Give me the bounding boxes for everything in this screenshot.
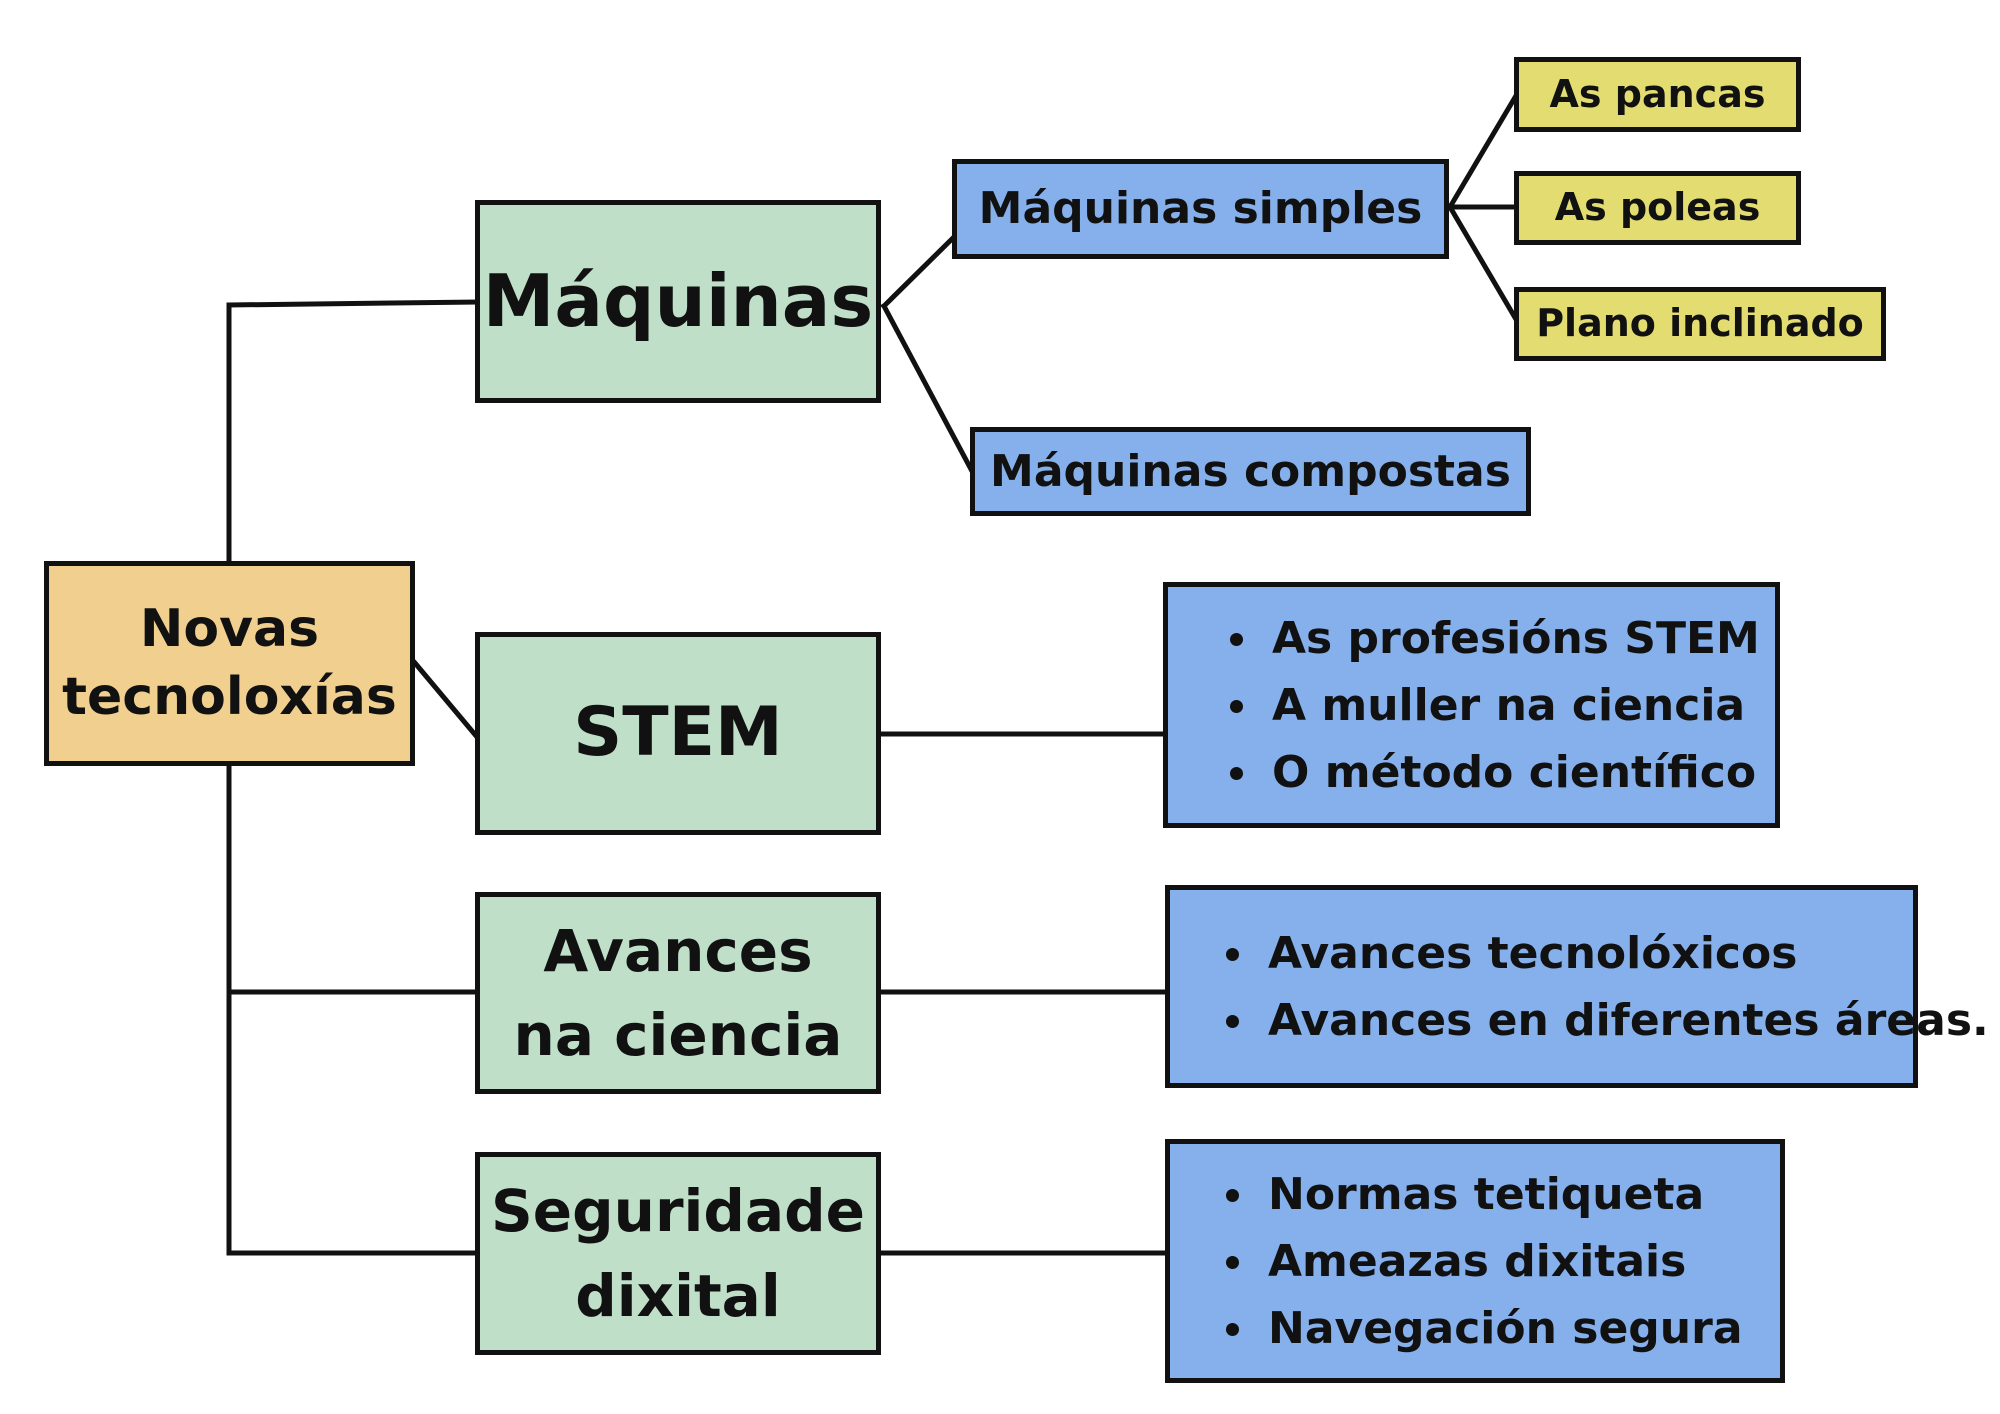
- root-label-line2: tecnoloxías: [62, 666, 397, 727]
- maquinas-label: Máquinas: [482, 258, 874, 343]
- avances-list-box: Avances tecnolóxicos Avances en diferent…: [1165, 885, 1989, 1088]
- connector-maquinas-to-compostas: [880, 302, 977, 477]
- leaf-poleas-label: As poleas: [1554, 185, 1761, 230]
- stem-node: STEM: [475, 632, 881, 835]
- avances-label-line2: na ciencia: [513, 1001, 843, 1069]
- maquinas-compostas-label: Máquinas compostas: [990, 445, 1511, 497]
- connector-simples-to-plano: [1446, 203, 1521, 325]
- maquinas-simples-label: Máquinas simples: [978, 183, 1423, 235]
- list-item: A muller na ciencia: [1230, 672, 1760, 739]
- seguridade-label-line1: Seguridade: [491, 1177, 865, 1246]
- stem-label: STEM: [573, 693, 783, 773]
- maquinas-simples-node: Máquinas simples: [952, 159, 1449, 259]
- root-label-line1: Novas: [139, 598, 320, 659]
- leaf-pancas: As pancas: [1514, 57, 1801, 132]
- leaf-poleas: As poleas: [1514, 171, 1801, 245]
- stem-list-box: As profesións STEM A muller na ciencia O…: [1163, 582, 1780, 828]
- seguridade-label-line2: dixital: [575, 1261, 781, 1330]
- seguridade-list: Normas tetiqueta Ameazas dixitais Navega…: [1224, 1161, 1743, 1362]
- connector-root-to-stem: [411, 659, 481, 741]
- list-item: As profesións STEM: [1230, 605, 1760, 672]
- leaf-pancas-label: As pancas: [1549, 71, 1766, 116]
- leaf-plano-label: Plano inclinado: [1536, 301, 1864, 346]
- seguridade-list-box: Normas tetiqueta Ameazas dixitais Navega…: [1165, 1139, 1785, 1383]
- root-node: Novas tecnoloxías: [44, 561, 415, 766]
- list-item: Avances tecnolóxicos: [1226, 920, 1989, 987]
- list-item: Ameazas dixitais: [1226, 1228, 1743, 1295]
- leaf-plano-inclinado: Plano inclinado: [1514, 287, 1886, 361]
- avances-node: Avances na ciencia: [475, 892, 881, 1094]
- list-item: Avances en diferentes áreas.: [1226, 987, 1989, 1054]
- list-item: Navegación segura: [1226, 1295, 1743, 1362]
- seguridade-node: Seguridade dixital: [475, 1152, 881, 1355]
- connector-root-to-maquinas: [226, 299, 480, 308]
- connector-simples-to-pancas: [1446, 90, 1521, 211]
- maquinas-compostas-node: Máquinas compostas: [970, 427, 1531, 516]
- maquinas-node: Máquinas: [475, 200, 881, 403]
- list-item: Normas tetiqueta: [1226, 1161, 1743, 1228]
- stem-list: As profesións STEM A muller na ciencia O…: [1228, 605, 1760, 806]
- list-item: O método científico: [1230, 739, 1760, 806]
- avances-list: Avances tecnolóxicos Avances en diferent…: [1224, 920, 1989, 1054]
- connector-maquinas-to-simples: [880, 232, 959, 310]
- avances-label-line1: Avances: [543, 916, 813, 985]
